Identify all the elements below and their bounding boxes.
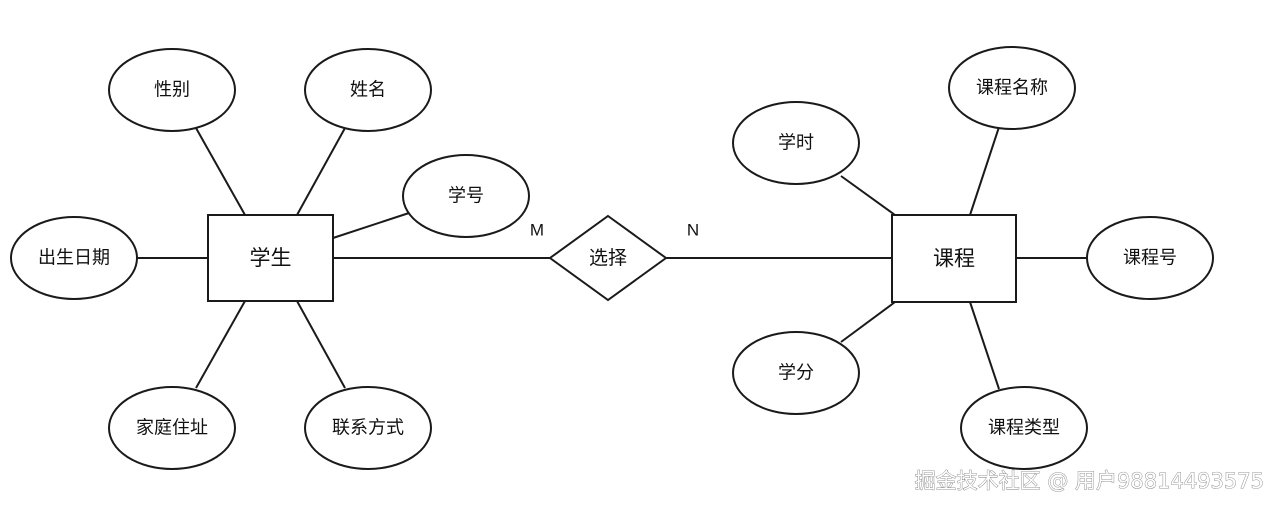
attribute-contact: 联系方式 xyxy=(304,386,432,470)
attribute-course-type-label: 课程类型 xyxy=(988,418,1060,439)
connectors xyxy=(137,126,1088,390)
attribute-name: 姓名 xyxy=(304,48,432,132)
attribute-student-id-label: 学号 xyxy=(448,186,484,207)
attribute-credits: 学分 xyxy=(732,331,860,415)
edge-course-hours xyxy=(840,175,896,216)
entity-student-label: 学生 xyxy=(250,246,292,270)
edge-course-credits xyxy=(840,301,896,343)
attribute-hours-label: 学时 xyxy=(778,133,814,154)
attribute-course-id: 课程号 xyxy=(1086,216,1214,300)
edge-student-contact xyxy=(296,300,346,389)
attribute-home-address: 家庭住址 xyxy=(108,386,236,470)
edge-student-gender xyxy=(195,127,246,216)
cardinality-n: N xyxy=(687,221,699,240)
relationship-select: 选择 xyxy=(548,214,668,302)
attribute-hours: 学时 xyxy=(732,101,860,185)
attribute-gender-label: 性别 xyxy=(154,80,190,101)
attribute-course-name: 课程名称 xyxy=(948,46,1076,130)
attribute-credits-label: 学分 xyxy=(778,363,814,384)
edge-student-name xyxy=(296,127,346,216)
attribute-gender: 性别 xyxy=(108,48,236,132)
entity-course-label: 课程 xyxy=(933,247,975,271)
attribute-birth-date-label: 出生日期 xyxy=(38,248,110,269)
attribute-name-label: 姓名 xyxy=(350,80,386,101)
attribute-home-address-label: 家庭住址 xyxy=(136,418,208,439)
cardinality-m: M xyxy=(530,221,544,240)
attribute-contact-label: 联系方式 xyxy=(332,418,404,439)
attribute-course-type: 课程类型 xyxy=(960,386,1088,470)
watermark-text: 掘金技术社区 @ 用户98814493575 xyxy=(915,469,1264,493)
attribute-course-name-label: 课程名称 xyxy=(976,78,1048,99)
edge-student-id xyxy=(332,212,410,239)
attribute-birth-date: 出生日期 xyxy=(10,216,138,300)
attribute-course-id-label: 课程号 xyxy=(1123,248,1177,269)
edge-course-type xyxy=(969,301,1000,390)
relationship-select-label: 选择 xyxy=(589,247,627,269)
entity-course: 课程 xyxy=(891,214,1017,303)
attribute-student-id: 学号 xyxy=(402,154,530,238)
edge-course-name xyxy=(969,126,1000,216)
edge-student-address xyxy=(195,300,246,389)
entity-student: 学生 xyxy=(207,214,334,302)
